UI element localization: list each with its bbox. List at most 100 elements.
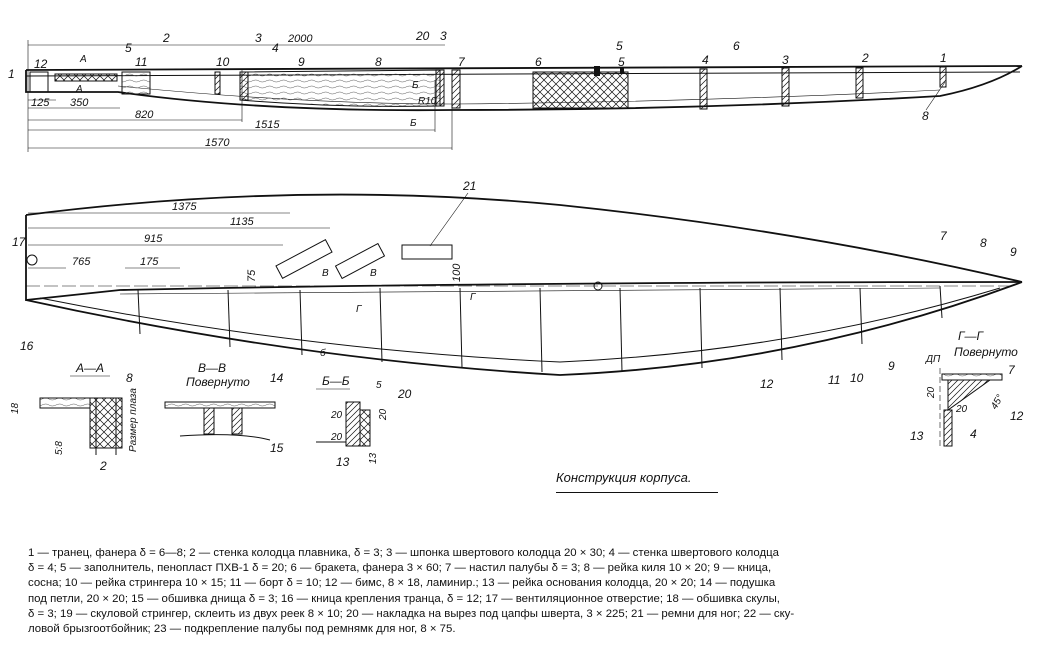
callout-6: 6 (535, 55, 542, 69)
hinge-pad-1 (275, 238, 333, 280)
section-g-g-dp: ДП (925, 354, 941, 365)
section-a-a: А—А 18 5:8 8 2 Размер плаза (10, 361, 139, 473)
section-b-b-callout-20: 20 (397, 387, 412, 401)
sheer-line (25, 215, 1023, 302)
dim-1515: 1515 (255, 119, 280, 131)
section-v-v-title: В—В (198, 361, 226, 375)
callout-20: 20 (415, 29, 430, 43)
section-b-b-dim-13: 13 (368, 452, 379, 464)
section-g-g-dim-20a: 20 (926, 386, 937, 399)
section-mark-b-plan: б (320, 347, 326, 359)
callout-17: 17 (12, 235, 27, 249)
section-a-a-note: Размер плаза (128, 388, 139, 452)
section-b-b-dim-20c: 20 (378, 408, 389, 421)
section-g-g-callout-7: 7 (1008, 363, 1016, 377)
callout-3: 3 (255, 31, 262, 45)
section-mark-b-bottom: Б (410, 118, 417, 129)
section-g-g: Г—Г Повернуто ДП 20 20 45° 7 12 13 4 (910, 329, 1024, 448)
section-mark-a-bottom: А (75, 84, 83, 95)
callout-14: 14 (270, 371, 284, 385)
section-g-g-dim-20b: 20 (955, 404, 968, 415)
hull-construction-drawing: 2000 125 350 820 1515 1570 1 12 5 2 11 1… (8, 29, 1024, 473)
callout-7-plan: 7 (940, 229, 948, 243)
dim-765: 765 (72, 256, 91, 268)
callout-16: 16 (20, 339, 34, 353)
side-view-labels: 2000 125 350 820 1515 1570 1 12 5 2 11 1… (8, 29, 947, 149)
plan-view-labels: 1375 1135 915 765 175 75 100 21 17 7 8 9… (12, 179, 1017, 391)
section-g-g-callout-13: 13 (910, 429, 924, 443)
callout-8-plan: 8 (980, 236, 987, 250)
callout-3c: 3 (782, 53, 789, 67)
section-v-v-callout-15: 15 (270, 441, 284, 455)
callout-3b: 3 (440, 29, 447, 43)
side-view (25, 40, 1023, 152)
callout-5c: 5 (618, 55, 625, 69)
callout-8: 8 (375, 55, 382, 69)
section-a-a-dim-5-8: 5:8 (54, 441, 65, 455)
section-b-b-dim-5: 5 (376, 380, 382, 391)
section-mark-g-1: Г (356, 304, 363, 315)
callout-11-plan: 11 (828, 373, 840, 387)
legend-line: под петли, 20 × 20; 15 — обшивка днища δ… (28, 592, 780, 605)
section-mark-v-2: В (370, 268, 377, 279)
radius-r10: R10 (418, 96, 437, 107)
figure-legend: 1 — транец, фанера δ = 6—8; 2 — стенка к… (28, 546, 1028, 637)
caption-underline (556, 492, 718, 493)
callout-7: 7 (458, 55, 466, 69)
callout-2: 2 (162, 31, 170, 45)
section-g-g-callout-4: 4 (970, 427, 977, 441)
callout-9: 9 (298, 55, 305, 69)
dim-915: 915 (144, 233, 163, 245)
callout-5b: 5 (616, 39, 623, 53)
vent-hole (26, 254, 38, 266)
keel-line (25, 65, 1023, 112)
deck-line (25, 65, 1023, 71)
callout-10: 10 (216, 55, 230, 69)
dim-2000: 2000 (287, 33, 313, 45)
callout-9-plan-b: 9 (888, 359, 895, 373)
callout-11: 11 (135, 55, 147, 69)
section-mark-b-top: Б (412, 80, 419, 91)
legend-line: δ = 3; 19 — скуловой стрингер, склеить и… (28, 607, 795, 620)
hinge-pad-2 (334, 242, 386, 280)
legend-line: ловой брызгоотбойник; 23 — подкрепление … (28, 623, 456, 636)
section-a-a-callout-2: 2 (99, 459, 107, 473)
section-b-b: Б—Б 5 20 20 20 13 20 13 (316, 374, 412, 469)
dim-1375: 1375 (172, 201, 197, 213)
dim-1570: 1570 (205, 137, 230, 149)
section-g-g-angle: 45° (989, 393, 1006, 412)
section-a-a-callout-8: 8 (126, 371, 133, 385)
callout-1: 1 (8, 67, 15, 81)
dim-75: 75 (246, 269, 258, 282)
section-v-v: В—В Повернуто 15 (164, 361, 284, 455)
dim-1135: 1135 (230, 216, 255, 228)
callout-5: 5 (125, 41, 132, 55)
callout-2b: 2 (861, 51, 869, 65)
foot-strap (401, 244, 453, 260)
callout-10-plan: 10 (850, 371, 864, 385)
figure-caption: Конструкция корпуса. (556, 470, 692, 485)
plan-view (25, 193, 1023, 376)
callout-8b: 8 (922, 109, 929, 123)
section-g-g-title: Г—Г (958, 329, 985, 343)
dim-350: 350 (70, 97, 89, 109)
section-mark-v-1: В (322, 268, 329, 279)
section-g-g-callout-12: 12 (1010, 409, 1024, 423)
filler-foam (54, 73, 118, 82)
filler-block (532, 71, 629, 109)
dim-100: 100 (451, 263, 463, 282)
section-b-b-dim-20a: 20 (330, 410, 343, 421)
dim-820: 820 (135, 109, 154, 121)
section-b-b-title: Б—Б (322, 374, 350, 388)
legend-line: 1 — транец, фанера δ = 6—8; 2 — стенка к… (28, 547, 779, 559)
bottom-outline (25, 281, 1023, 376)
section-mark-a-top: А (79, 54, 87, 65)
callout-6b: 6 (733, 39, 740, 53)
legend-line: δ = 4; 5 — заполнитель, пенопласт ПХВ-1 … (28, 562, 772, 575)
dim-125: 125 (31, 97, 50, 109)
transom (29, 71, 49, 93)
section-b-b-callout-13: 13 (336, 455, 350, 469)
section-mark-g-2: Г (470, 292, 477, 303)
section-v-v-subtitle: Повернуто (186, 375, 250, 389)
fin-box-wall (121, 71, 151, 95)
